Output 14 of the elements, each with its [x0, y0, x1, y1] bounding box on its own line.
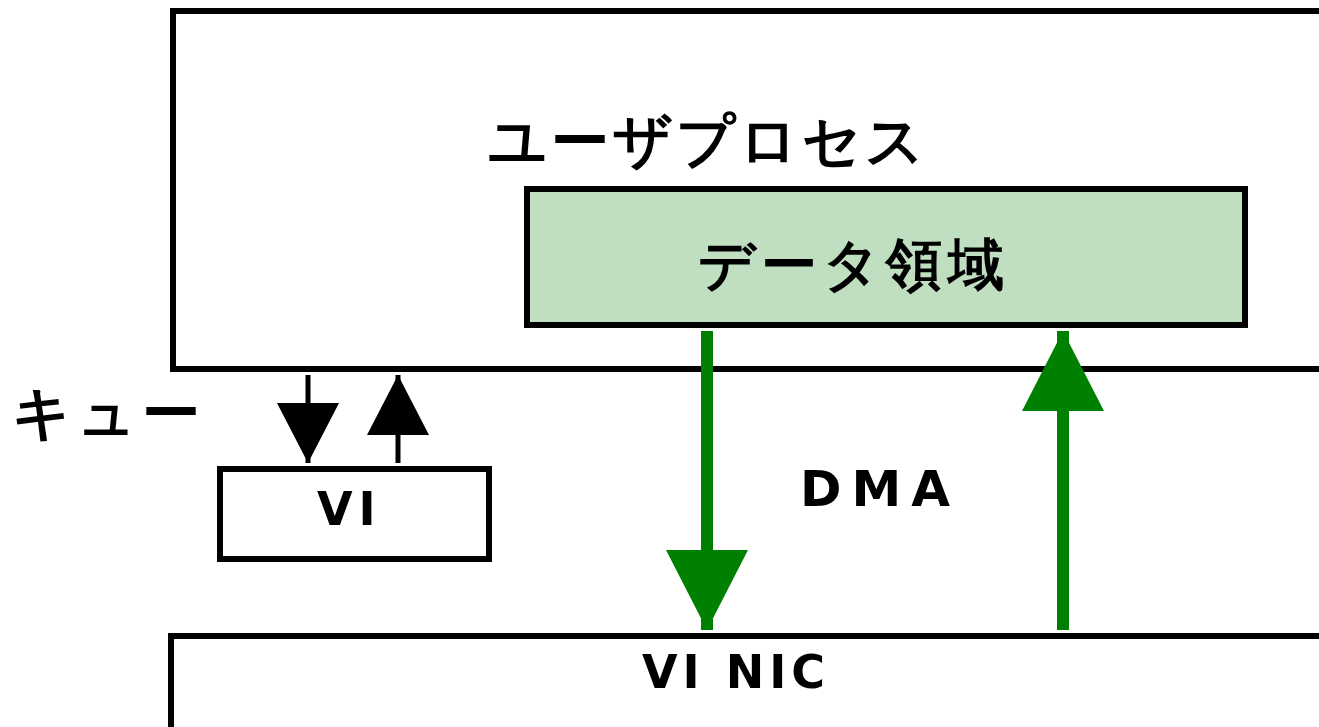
node-label: VI: [317, 484, 382, 535]
node-label: VI NIC: [642, 647, 831, 698]
dma-label: DMA: [800, 462, 960, 517]
vi-box: [217, 466, 492, 562]
arrow: [666, 331, 748, 630]
node-label: ユーザプロセス: [488, 110, 928, 174]
node-label: データ領域: [698, 234, 1010, 296]
process-box: [170, 8, 1319, 372]
arrow: [1022, 331, 1104, 630]
vi-nic-box: [168, 633, 1319, 727]
arrow: [367, 375, 429, 463]
arrow: [277, 375, 339, 463]
queue-label: キュー: [12, 382, 206, 446]
data-area-box: [524, 186, 1248, 328]
